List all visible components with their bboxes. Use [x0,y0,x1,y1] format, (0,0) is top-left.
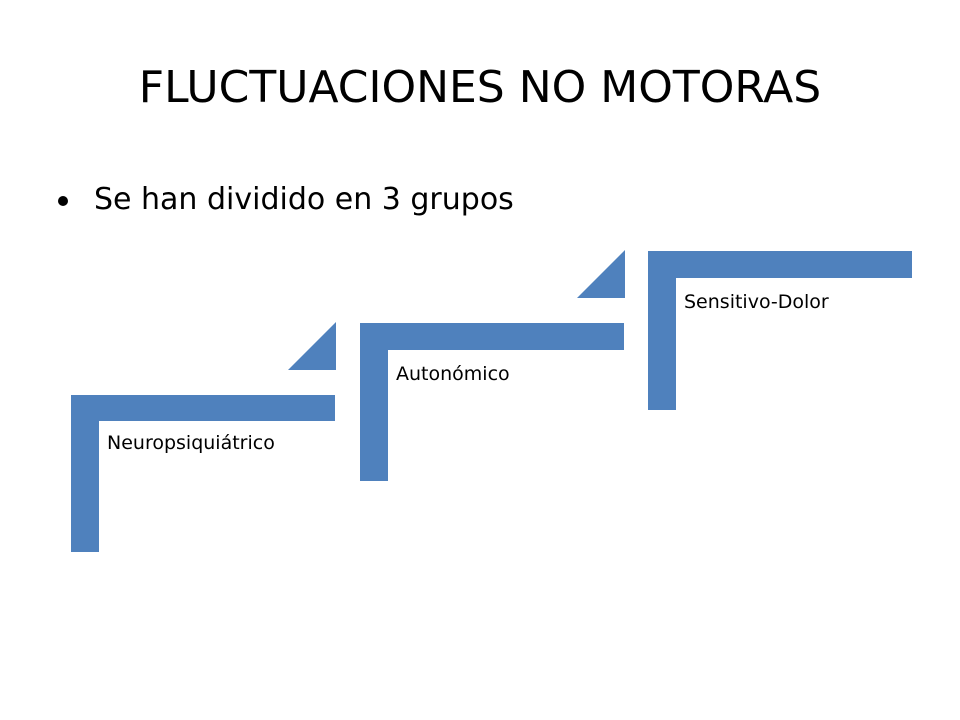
step-3-label: Sensitivo-Dolor [684,291,829,313]
bullet-dot-icon [58,196,68,206]
bullet-item: Se han dividido en 3 grupos [58,178,514,222]
step-2-top-bar [360,323,624,350]
step-1-label: Neuropsiquiátrico [107,432,275,454]
step-1-side-bar [71,395,99,552]
step-2-side-bar [360,323,388,481]
step-3-side-bar [648,251,676,410]
step-2-label: Autonómico [396,363,510,385]
slide-title: FLUCTUACIONES NO MOTORAS [138,62,822,113]
step-2-arrow-icon [577,250,625,298]
step-1-arrow-icon [288,322,336,370]
bullet-text: Se han dividido en 3 grupos [94,182,514,217]
step-1-top-bar [71,395,335,421]
step-3-top-bar [648,251,912,278]
